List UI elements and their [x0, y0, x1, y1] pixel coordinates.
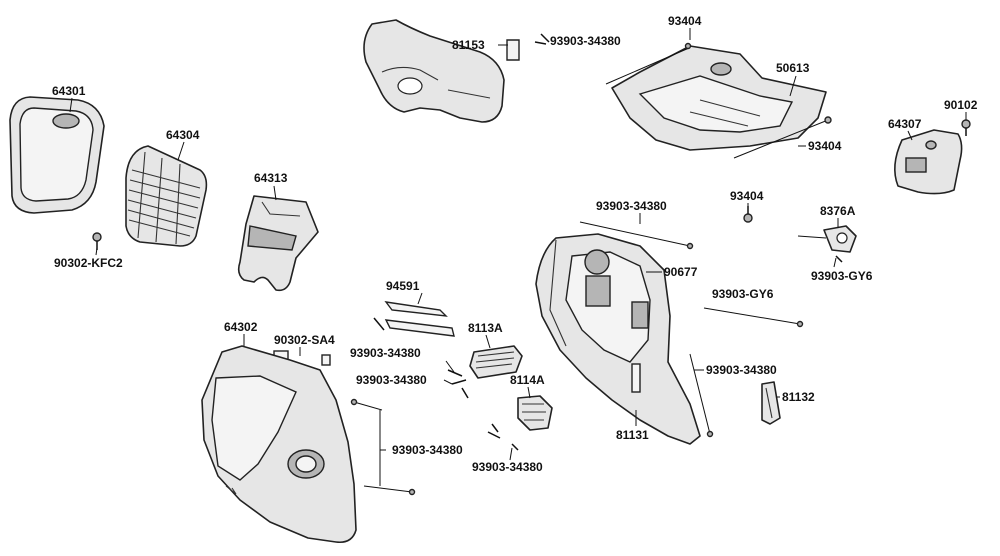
label-64313: 64313	[254, 171, 288, 185]
label-93903-GY6-a: 93903-GY6	[811, 269, 873, 283]
label-93903-34380-g: 93903-34380	[706, 363, 777, 377]
label-90302-KFC2: 90302-KFC2	[54, 256, 123, 270]
label-93404-c: 93404	[730, 189, 764, 203]
label-81131: 81131	[616, 428, 649, 442]
label-8113A: 8113A	[468, 321, 503, 335]
label-94591: 94591	[386, 279, 420, 293]
screws-93903-34380-c	[447, 369, 469, 399]
screw-93404-c	[743, 206, 753, 223]
part-8114A-vent	[517, 395, 553, 431]
label-90102: 90102	[944, 98, 978, 112]
part-50613-tray	[611, 45, 827, 151]
label-90302-SA4: 90302-SA4	[274, 333, 335, 347]
leader-lines	[69, 28, 967, 461]
part-94591-strips	[373, 301, 455, 337]
screw-90302-KFC2	[92, 232, 102, 250]
bracket-81153	[506, 33, 550, 61]
part-64302-front-shield	[201, 345, 357, 544]
part-64313-duct	[237, 195, 319, 292]
label-64304: 64304	[166, 128, 200, 142]
label-64307: 64307	[888, 117, 922, 131]
label-8114A: 8114A	[510, 373, 545, 387]
part-81131-inner-shield	[535, 233, 701, 445]
label-64301: 64301	[52, 84, 86, 98]
screw-90102	[961, 119, 971, 136]
screws-93903-34380-e	[487, 423, 519, 451]
part-64307-panel	[894, 129, 963, 195]
label-8376A: 8376A	[820, 204, 856, 218]
part-64301-frame	[9, 96, 105, 214]
label-93404-a: 93404	[668, 14, 702, 28]
part-8376A-lock	[797, 225, 857, 263]
part-64304-grille	[125, 145, 208, 247]
label-81132: 81132	[782, 390, 815, 404]
part-8113A-vent	[469, 345, 523, 379]
bolts-93903-34380-f	[350, 398, 416, 496]
label-93903-GY6-b: 93903-GY6	[712, 287, 774, 301]
label-93903-34380-a: 93903-34380	[550, 34, 621, 48]
label-93903-34380-e: 93903-34380	[392, 443, 463, 457]
label-50613: 50613	[776, 61, 810, 75]
label-93404-b: 93404	[808, 139, 842, 153]
part-81132-reflector	[761, 381, 781, 425]
label-81153: 81153	[452, 38, 485, 52]
part-handlebar-cover	[363, 19, 505, 123]
label-93903-34380-b: 93903-34380	[596, 199, 667, 213]
label-93903-34380-f: 93903-34380	[472, 460, 543, 474]
label-90677: 90677	[664, 265, 698, 279]
label-93903-34380-d: 93903-34380	[356, 373, 427, 387]
label-93903-34380-c: 93903-34380	[350, 346, 421, 360]
label-64302: 64302	[224, 320, 258, 334]
